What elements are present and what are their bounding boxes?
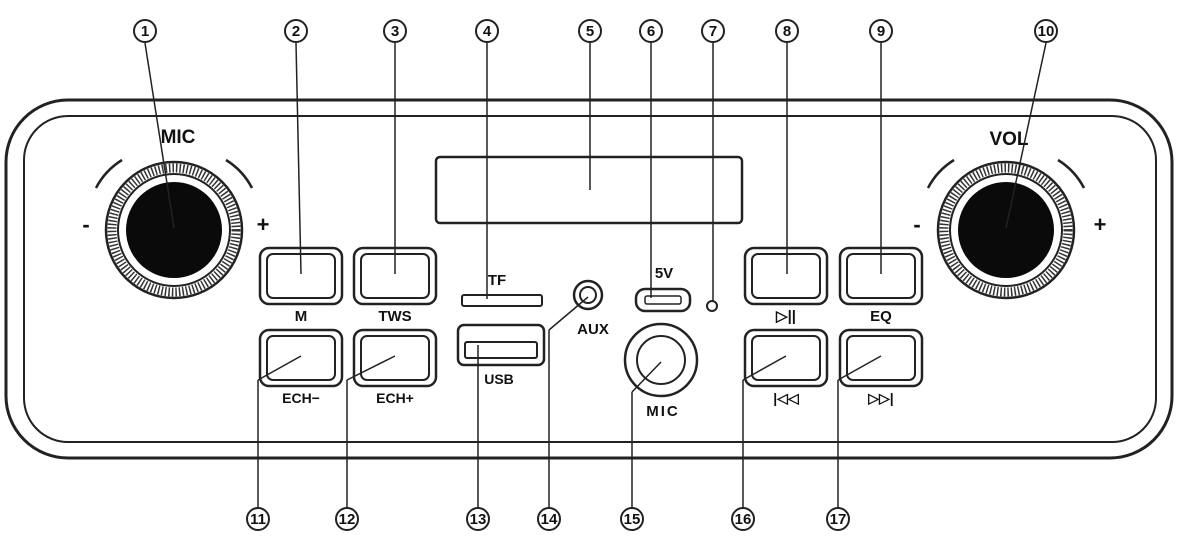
five-v-port-label: 5V [655, 265, 673, 282]
usb-port-label: USB [484, 371, 514, 387]
previous-label: |◁◁ [773, 390, 799, 406]
callout-circle-3 [383, 19, 407, 43]
callout-number-2: 2 [292, 23, 300, 40]
echo-minus-label: ECH− [282, 390, 320, 406]
callout-number-11: 11 [250, 511, 266, 528]
tf-card-slot[interactable] [461, 294, 543, 307]
tws-button-label: TWS [378, 308, 411, 325]
vol-minus-label: - [913, 212, 920, 237]
display-screen [434, 155, 744, 225]
callout-markers-top [133, 19, 1058, 43]
callout-circle-2 [284, 19, 308, 43]
mic-jack-label: MIC [646, 403, 680, 420]
echo-plus-label: ECH+ [376, 390, 414, 406]
callout-number-9: 9 [877, 23, 885, 40]
callout-number-13: 13 [470, 511, 487, 528]
mic-input-jack[interactable] [623, 322, 699, 398]
callout-circle-14 [537, 507, 561, 531]
vol-knob-label: VOL [989, 129, 1028, 150]
callout-number-14: 14 [541, 511, 558, 528]
play-pause-label: ▷|| [775, 308, 796, 325]
callout-circle-4 [475, 19, 499, 43]
callout-number-16: 16 [735, 511, 752, 528]
next-button[interactable] [838, 328, 924, 388]
tf-slot-label: TF [488, 272, 506, 289]
callout-circle-13 [466, 507, 490, 531]
callout-circle-15 [620, 507, 644, 531]
callout-circle-9 [869, 19, 893, 43]
callout-number-3: 3 [391, 23, 399, 40]
callout-number-7: 7 [709, 23, 717, 40]
mic-volume-knob[interactable] [94, 158, 254, 300]
callout-leader-lines [144, 42, 1047, 507]
callout-circle-7 [701, 19, 725, 43]
vol-plus-label: + [1094, 212, 1107, 237]
callout-circle-10 [1034, 19, 1058, 43]
callout-circle-6 [639, 19, 663, 43]
mic-knob-label: MIC [161, 127, 196, 148]
indicator-led [706, 300, 718, 312]
callout-number-6: 6 [647, 23, 655, 40]
callout-number-4: 4 [483, 23, 492, 40]
callout-number-1: 1 [141, 23, 149, 40]
mic-plus-label: + [257, 212, 270, 237]
callout-circle-11 [246, 507, 270, 531]
echo-plus-button[interactable] [352, 328, 438, 388]
panel-outer-frame [4, 98, 1174, 460]
master-volume-knob[interactable] [926, 158, 1086, 300]
five-v-charging-port[interactable] [634, 287, 692, 313]
callout-circle-16 [731, 507, 755, 531]
next-label: ▷▷| [867, 390, 893, 406]
callout-number-15: 15 [624, 511, 641, 528]
callout-number-8: 8 [783, 23, 791, 40]
callout-number-17: 17 [830, 511, 847, 528]
usb-port[interactable] [456, 323, 546, 367]
callout-circle-12 [335, 507, 359, 531]
callout-number-5: 5 [586, 23, 594, 40]
previous-button[interactable] [743, 328, 829, 388]
callout-circle-5 [578, 19, 602, 43]
callout-circle-17 [826, 507, 850, 531]
callout-number-10: 10 [1038, 23, 1055, 40]
callout-markers-bottom [246, 507, 850, 531]
callout-circle-8 [775, 19, 799, 43]
aux-jack-label: AUX [577, 321, 609, 338]
callout-circle-1 [133, 19, 157, 43]
mode-button-label: M [295, 308, 308, 325]
callout-number-12: 12 [339, 511, 356, 528]
mic-minus-label: - [82, 212, 89, 237]
eq-button-label: EQ [870, 308, 892, 325]
echo-minus-button[interactable] [258, 328, 344, 388]
play-pause-button[interactable] [743, 246, 829, 306]
